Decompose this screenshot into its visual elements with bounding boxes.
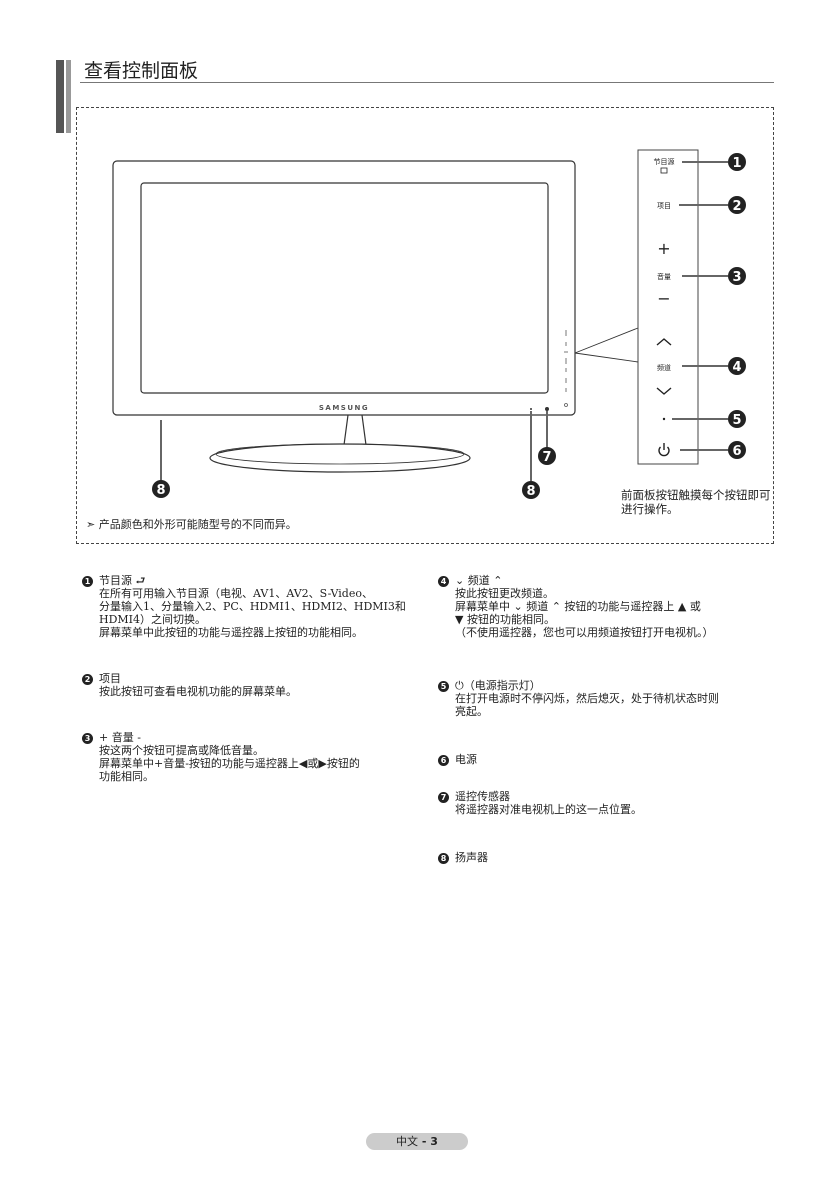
header-accent-bar [56,60,64,133]
item-number: 3 [82,732,93,744]
tv-stand-base [209,443,471,473]
item-title: 节目源 ⮐ [99,574,146,587]
panel-indicator-dot [662,417,666,421]
panel-label-plus: + [657,239,670,258]
callout-7: 7 [538,447,556,465]
model-variation-note: ➣ 产品颜色和外形可能随型号的不同而异。 [86,518,297,531]
item-remote-sensor: 7 遥控传感器 将遥控器对准电视机上的这一点位置。 [438,790,778,816]
item-number: 4 [438,575,449,587]
panel-label-source: 节目源 [654,157,675,166]
footer-lang: 中文 [396,1135,419,1148]
svg-text:6: 6 [732,444,741,459]
item-power: 6 电源 [438,753,778,766]
item-title: 遥控传感器 [455,790,510,803]
svg-text:1: 1 [732,156,741,171]
item-desc-line: 在所有可用输入节目源（电视、AV1、AV2、S-Video、 [99,587,373,600]
item-desc-line: 在打开电源时不停闪烁，然后熄灭，处于待机状态时则 [455,692,719,705]
panel-label-channel: 频道 [657,363,671,372]
svg-text:3: 3 [732,270,741,285]
remote-sensor-dot [530,408,532,410]
channel-up-icon [656,338,672,346]
item-number: 1 [82,575,93,587]
callout-1: 1 [728,153,746,171]
item-desc-line: 屏幕菜单中此按钮的功能与遥控器上按钮的功能相同。 [99,626,363,639]
tv-diagram: SAMSUNG 节目源 项目 + 音量 − 频道 [112,149,746,499]
item-desc-line: 屏幕菜单中+音量-按钮的功能与遥控器上◀或▶按钮的 [99,757,360,770]
diagram-frame [76,107,774,544]
svg-text:2: 2 [732,199,741,214]
header-rule [80,82,774,83]
item-number: 6 [438,754,449,766]
item-source: 1 节目源 ⮐ 在所有可用输入节目源（电视、AV1、AV2、S-Video、 分量… [82,574,412,639]
svg-text:8: 8 [156,483,165,498]
footer-page: 3 [430,1135,438,1148]
item-title: ⌄ 频道 ⌃ [455,574,503,587]
zoom-lines [574,327,639,363]
item-desc-line: 按此按钮可查看电视机功能的屏幕菜单。 [99,685,297,698]
page-number-badge: 中文 - 3 [366,1133,468,1150]
tv-stand-neck [343,414,367,446]
item-desc-line: 分量输入1、分量输入2、PC、HDMI1、HDMI2、HDMI3和 [99,600,406,613]
svg-text:5: 5 [732,413,741,428]
svg-text:8: 8 [526,484,535,499]
callout-5: 5 [728,410,746,428]
item-desc-line: HDMI4）之间切换。 [99,613,207,626]
item-channel: 4 ⌄ 频道 ⌃ 按此按钮更改频道。 屏幕菜单中 ⌄ 频道 ⌃ 按钮的功能与遥控器… [438,574,778,639]
callout-8-right: 8 [522,481,540,499]
item-title: 项目 [99,672,121,685]
footer-sep: - [418,1135,431,1148]
item-menu: 2 项目 按此按钮可查看电视机功能的屏幕菜单。 [82,672,412,698]
item-power-indicator: 5 ⏻（电源指示灯） 在打开电源时不停闪烁，然后熄灭，处于待机状态时则 亮起。 [438,679,778,718]
item-title: + 音量 - [99,731,141,744]
item-number: 5 [438,680,449,692]
tv-brand-logo: SAMSUNG [319,404,369,412]
item-number: 8 [438,852,449,864]
tv-screen [140,182,549,394]
tv-side-buttons [564,330,568,407]
item-number: 2 [82,673,93,685]
power-icon [658,443,670,457]
panel-label-menu: 项目 [657,202,671,210]
callout-leaders [160,161,728,481]
item-desc-line: （不使用遥控器，您也可以用频道按钮打开电视机。） [455,626,714,639]
callout-4: 4 [728,357,746,375]
callout-8-left: 8 [152,480,170,498]
page-title: 查看控制面板 [84,60,199,82]
channel-down-icon [656,387,672,395]
header-accent-bar-light [66,60,71,133]
callout-3: 3 [728,267,746,285]
side-panel-closeup [637,149,699,465]
item-desc-line: 按这两个按钮可提高或降低音量。 [99,744,264,757]
power-indicator-dot [545,407,549,411]
item-desc-line: 按此按钮更改频道。 [455,587,554,600]
item-desc-line: ▼ 按钮的功能相同。 [455,613,555,626]
callout-2: 2 [728,196,746,214]
item-number: 7 [438,791,449,803]
item-desc-line: 屏幕菜单中 ⌄ 频道 ⌃ 按钮的功能与遥控器上 ▲ 或 [455,600,701,613]
item-volume: 3 + 音量 - 按这两个按钮可提高或降低音量。 屏幕菜单中+音量-按钮的功能与遥… [82,731,412,783]
callout-6: 6 [728,441,746,459]
item-desc-line: 功能相同。 [99,770,154,783]
panel-label-volume: 音量 [657,272,671,281]
item-speaker: 8 扬声器 [438,851,778,864]
svg-text:7: 7 [542,450,551,465]
item-title: ⏻（电源指示灯） [455,679,541,692]
item-desc-line: 亮起。 [455,705,488,718]
panel-label-minus: − [657,289,670,308]
item-desc-line: 将遥控器对准电视机上的这一点位置。 [455,803,642,816]
item-title: 电源 [455,753,477,766]
touch-panel-note: 前面板按钮触摸每个按钮即可进行操作。 [621,488,771,516]
item-title: 扬声器 [455,851,488,864]
svg-text:4: 4 [732,360,741,375]
source-icon [660,167,668,174]
